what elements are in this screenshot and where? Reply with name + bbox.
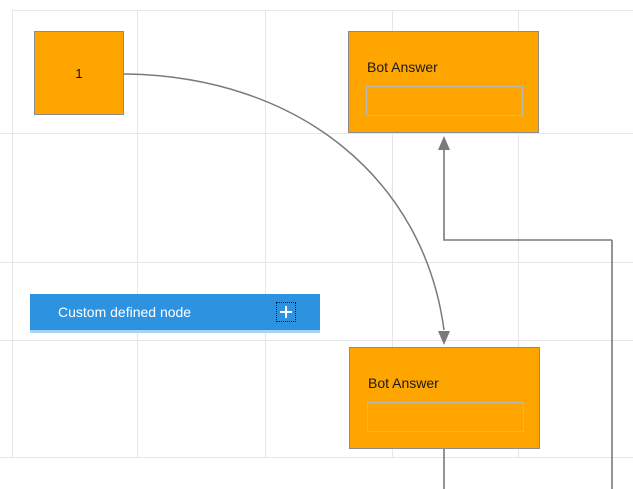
arrowhead-down	[438, 331, 450, 345]
plus-icon-vertical-bar	[285, 306, 287, 318]
node-start[interactable]: 1	[34, 31, 124, 115]
node-bot-answer-bottom[interactable]: Bot Answer	[349, 347, 540, 449]
node-start-label: 1	[75, 65, 83, 81]
custom-defined-node-button[interactable]: Custom defined node	[30, 294, 320, 330]
arrowhead-up	[438, 136, 450, 150]
plus-icon[interactable]	[276, 302, 296, 322]
node-slot[interactable]	[367, 402, 524, 432]
edge-start-to-bot-answer-bottom[interactable]	[123, 73, 450, 345]
custom-defined-node-label: Custom defined node	[58, 304, 192, 320]
node-slot[interactable]	[366, 86, 523, 116]
edge-bot-answer-bottom-to-bot-answer-top[interactable]	[438, 136, 612, 241]
node-title: Bot Answer	[368, 375, 439, 391]
node-bot-answer-top[interactable]: Bot Answer	[348, 31, 539, 133]
node-title: Bot Answer	[367, 59, 438, 75]
